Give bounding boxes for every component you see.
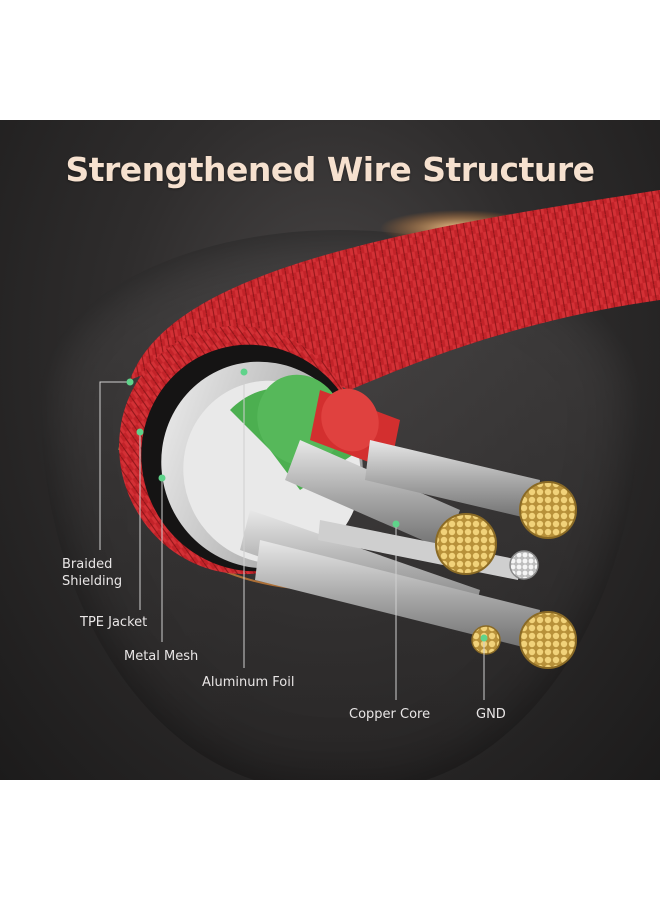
copper-core-1 (435, 513, 497, 575)
label-braided-shielding: Braided Shielding (62, 557, 123, 589)
leader-markers (126, 368, 488, 642)
leader-lines (99, 372, 485, 700)
label-tpe-jacket: TPE Jacket (80, 615, 148, 630)
copper-core-3 (519, 611, 577, 669)
label-copper-core: Copper Core (349, 707, 431, 722)
cable-cross-section-illustration (99, 190, 660, 700)
inner-wires (230, 374, 577, 669)
silver-core (509, 550, 539, 580)
page-title: Strengthened Wire Structure (65, 150, 595, 189)
label-aluminum-foil: Aluminum Foil (202, 675, 295, 690)
label-gnd: GND (476, 707, 506, 722)
label-metal-mesh: Metal Mesh (124, 649, 199, 664)
product-image-panel: Strengthened Wire Structure (0, 120, 660, 780)
copper-core-2 (519, 481, 577, 539)
